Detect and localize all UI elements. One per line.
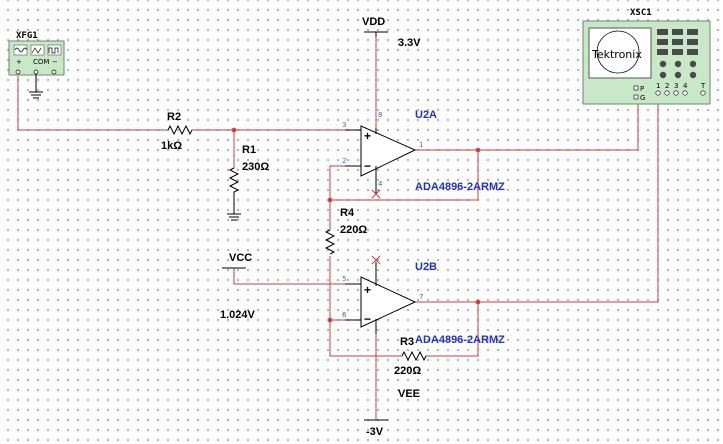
resistor-r2[interactable]	[167, 124, 193, 136]
u2b-part: ADA4896-2ARMZ	[415, 334, 505, 346]
r3-value: 220Ω	[394, 365, 421, 377]
resistor-r3[interactable]	[401, 350, 427, 362]
r2-value: 1kΩ	[161, 140, 182, 152]
u2b-pin7: 7	[419, 293, 423, 301]
u2a-pin1: 1	[419, 141, 423, 149]
u2a-pin3: 3	[342, 121, 346, 129]
vdd-name: VDD	[362, 16, 385, 28]
vee-value: -3V	[366, 426, 384, 438]
svg-text:+: +	[364, 283, 371, 297]
vdd-source[interactable]	[364, 31, 388, 37]
resistor-r4[interactable]	[324, 229, 336, 255]
vee-name: VEE	[398, 388, 420, 400]
r1-value: 230Ω	[242, 161, 269, 173]
r3-ref: R3	[400, 336, 414, 348]
u2b-pin6: 6	[342, 311, 347, 319]
scope-terminal-2: 2	[665, 82, 669, 90]
xfg1-label: XFG1	[16, 31, 38, 41]
u2a-pin2: 2	[342, 157, 346, 165]
circuit-wires	[17, 36, 659, 420]
r2-ref: R2	[167, 111, 181, 123]
opamp-u2a[interactable]: + −	[345, 125, 417, 199]
u2a-part: ADA4896-2ARMZ	[415, 181, 505, 193]
svg-text:+: +	[364, 129, 371, 143]
oscilloscope-xsc1[interactable]	[582, 20, 711, 105]
fg-minus-label: −	[52, 58, 58, 66]
r4-ref: R4	[340, 207, 355, 219]
vdd-value: 3.3V	[398, 37, 421, 49]
ground-icon	[29, 74, 43, 99]
xsc1-label: XSC1	[630, 8, 652, 18]
u2a-ref: U2A	[415, 109, 437, 121]
r1-ref: R1	[242, 144, 256, 156]
scope-terminal-4: 4	[683, 82, 688, 90]
scope-terminal-3: 3	[674, 82, 678, 90]
scope-terminal-1: 1	[656, 82, 660, 90]
vcc-value: 1.024V	[220, 309, 256, 321]
scope-terminal-p: P	[640, 85, 644, 93]
opamp-u2b[interactable]: + −	[345, 255, 417, 334]
function-generator-xfg1[interactable]: + COM −	[8, 40, 65, 76]
vcc-name: VCC	[229, 252, 252, 264]
u2b-pin5: 5	[342, 275, 346, 283]
fg-plus-label: +	[16, 58, 22, 66]
junction-dots	[231, 127, 481, 323]
fg-com-label: COM	[33, 58, 49, 66]
r4-value: 220Ω	[340, 224, 367, 236]
scope-terminal-g: G	[640, 94, 645, 102]
resistor-r1[interactable]	[228, 167, 240, 214]
u2a-pin4: 4	[378, 180, 383, 188]
svg-text:−: −	[364, 312, 371, 326]
u2b-ref: U2B	[415, 261, 437, 273]
svg-text:−: −	[364, 159, 371, 173]
u2a-pin8: 8	[378, 111, 382, 119]
ground-icon	[227, 213, 241, 221]
scope-terminal-t: T	[700, 82, 706, 90]
oscilloscope-brand: Tektronix	[591, 48, 642, 61]
